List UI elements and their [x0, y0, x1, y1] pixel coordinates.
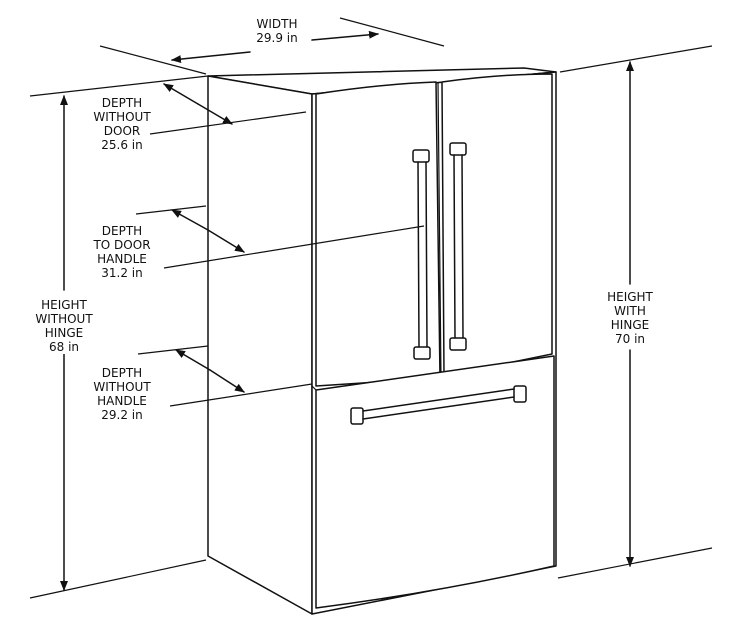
depth-without-handle-value: 29.2 in: [101, 408, 143, 422]
depth-to-door-handle-line2: TO DOOR: [93, 238, 151, 252]
height-with-hinge-value: 70 in: [614, 332, 646, 346]
depth-without-door-value: 25.6 in: [101, 138, 143, 152]
depth-without-door-line1: DEPTH: [101, 96, 143, 110]
right-door-handle: [449, 142, 467, 351]
height-with-hinge-line2: WITH: [614, 304, 646, 318]
right-door: [441, 73, 553, 377]
depth-to-door-handle-line1: DEPTH: [101, 224, 143, 238]
depth-to-door-handle-line3: HANDLE: [97, 252, 147, 266]
depth-to-door-handle-dimension: [135, 205, 425, 269]
side-panel: [207, 75, 313, 615]
depth-without-door-label: DEPTH WITHOUT DOOR 25.6 in: [82, 96, 162, 152]
left-door-handle: [412, 149, 431, 360]
height-with-hinge-dimension: [557, 45, 713, 579]
freezer-drawer-handle: [350, 385, 527, 425]
refrigerator-body: [207, 67, 557, 615]
depth-without-handle-label: DEPTH WITHOUT HANDLE 29.2 in: [82, 366, 162, 422]
height-without-hinge-value: 68 in: [48, 340, 80, 354]
height-without-hinge-line2: WITHOUT: [35, 312, 93, 326]
height-without-hinge-line3: HINGE: [44, 326, 84, 340]
height-with-hinge-label: HEIGHT WITH HINGE 70 in: [592, 290, 668, 346]
freezer-drawer: [315, 355, 555, 609]
width-dimension: [99, 17, 445, 75]
height-with-hinge-line3: HINGE: [610, 318, 650, 332]
depth-without-handle-dimension: [137, 345, 313, 407]
height-without-hinge-dimension: [29, 75, 209, 599]
depth-without-door-line3: DOOR: [103, 124, 141, 138]
width-value: 29.9 in: [256, 31, 298, 45]
depth-without-handle-line1: DEPTH: [101, 366, 143, 380]
depth-without-handle-line2: WITHOUT: [93, 380, 151, 394]
height-with-hinge-line1: HEIGHT: [607, 290, 653, 304]
depth-to-door-handle-value: 31.2 in: [101, 266, 143, 280]
depth-without-door-line2: WITHOUT: [93, 110, 151, 124]
height-without-hinge-line1: HEIGHT: [41, 298, 87, 312]
height-without-hinge-label: HEIGHT WITHOUT HINGE 68 in: [20, 298, 108, 354]
depth-without-door-dimension: [149, 83, 307, 135]
width-title: WIDTH: [256, 17, 298, 31]
depth-to-door-handle-label: DEPTH TO DOOR HANDLE 31.2 in: [82, 224, 162, 280]
width-label: WIDTH 29.9 in: [232, 17, 322, 45]
depth-without-handle-line3: HANDLE: [97, 394, 147, 408]
